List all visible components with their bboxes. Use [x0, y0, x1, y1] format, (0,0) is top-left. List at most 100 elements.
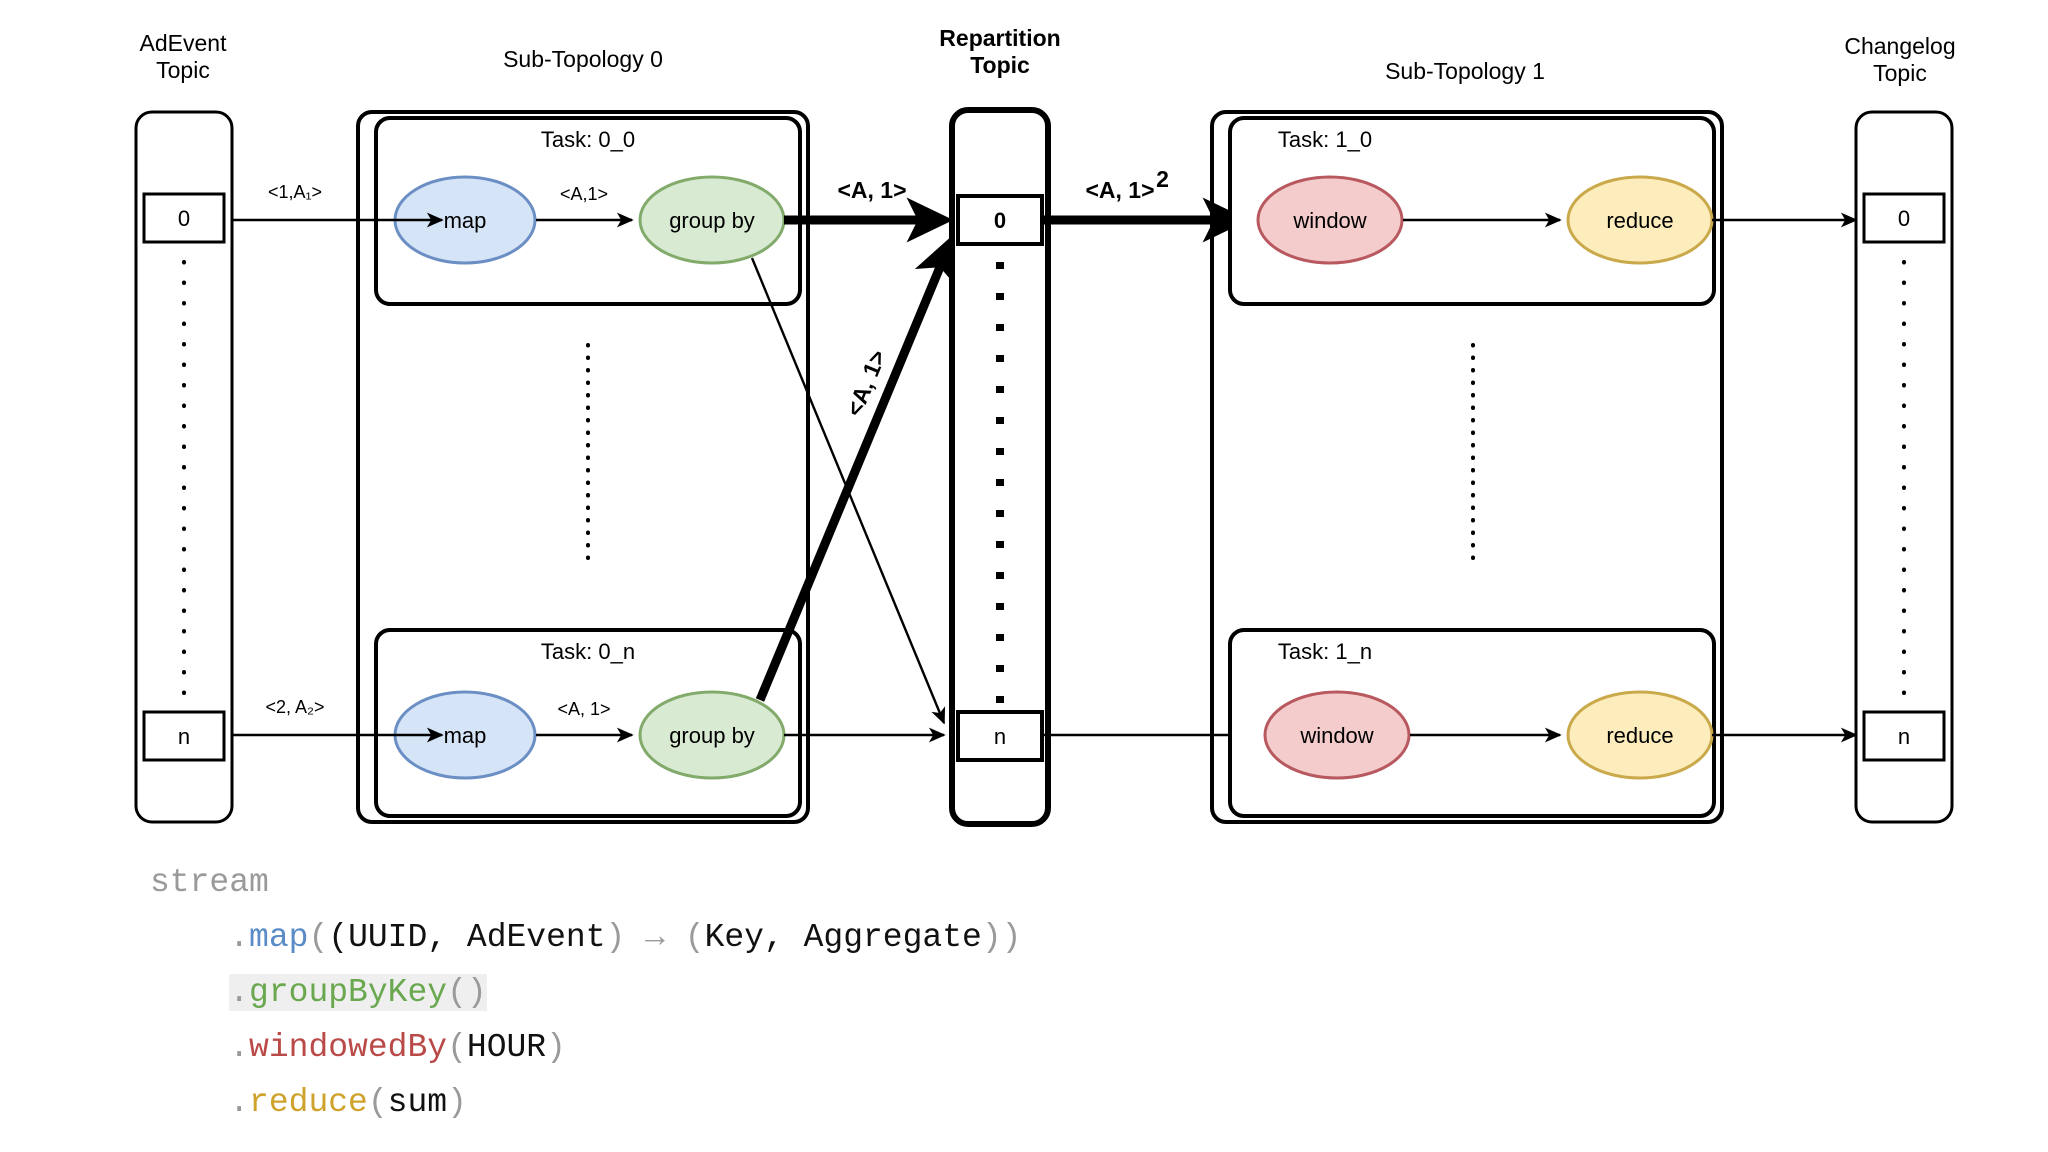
adevent-partition-0-box — [142, 192, 226, 244]
edge-repartition0-to-window-label: <A, 1> — [1085, 177, 1154, 203]
repartition-partition-0-box — [956, 194, 1044, 246]
code-token: map — [249, 919, 309, 956]
node-window-1-0-label: window — [1292, 208, 1366, 233]
code-indent — [150, 1084, 229, 1121]
node-map-0-n — [393, 690, 537, 780]
code-line-windowedby: .windowedBy(HOUR) — [150, 1020, 1021, 1075]
node-map-0-n-label: map — [444, 723, 487, 748]
node-reduce-1-n-label: reduce — [1606, 723, 1673, 748]
code-token: ) — [605, 919, 626, 956]
edge-groupbyN-to-repartition0-label: <A, 1> — [841, 346, 891, 420]
code-line-groupbykey: .groupByKey() — [150, 965, 1021, 1020]
sub-topology-1-header: Sub-Topology 1 — [1385, 58, 1545, 84]
adevent-topic: 0 n — [134, 110, 234, 824]
node-map-0-0-label: map — [444, 208, 487, 233]
adevent-partition-n-label: n — [178, 724, 190, 749]
edge-repartition0-to-window-superscript: 2 — [1156, 166, 1169, 192]
repartition-topic-header: Repartition Topic — [939, 25, 1061, 79]
code-token: . — [229, 974, 250, 1011]
task-0-n-box — [374, 628, 802, 818]
adevent-partition-n-box — [142, 710, 226, 762]
code-token: ( — [367, 1084, 388, 1121]
adevent-partition-0-label: 0 — [178, 206, 190, 231]
node-window-1-0 — [1256, 175, 1404, 265]
edge-groupbyN-to-repartition0-label-group: <A, 1> — [832, 333, 900, 433]
edge-map-to-groupby-0-0-label: <A,1> — [560, 184, 608, 204]
node-group-by-0-n — [638, 690, 786, 780]
code-token: groupByKey — [249, 974, 448, 1011]
edge-map-to-groupby-0-n-label: <A, 1> — [557, 699, 610, 719]
changelog-partition-n-label: n — [1898, 724, 1910, 749]
code-line-windowedby-text: .windowedBy(HOUR) — [229, 1029, 566, 1066]
node-window-1-n-label: window — [1299, 723, 1373, 748]
sub-topology-1: Task: 1_0 window reduce Task: 1_n window… — [1210, 110, 1724, 824]
code-token: . — [229, 1029, 250, 1066]
repartition-topic: 0 n — [949, 107, 1051, 827]
changelog-partition-n-box — [1862, 710, 1946, 762]
code-token: . — [229, 1084, 250, 1121]
code-token: ( — [684, 919, 705, 956]
edge-groupby0-to-repartition0-label: <A, 1> — [837, 177, 906, 203]
task-1-0-label: Task: 1_0 — [1278, 127, 1372, 152]
sub-topology-0-header: Sub-Topology 0 — [503, 46, 663, 72]
edge-groupbyN-to-repartition0 — [755, 234, 957, 702]
sub-topology-0-box — [356, 110, 810, 824]
task-0-n-label: Task: 0_n — [541, 639, 635, 664]
repartition-partition-n-label: n — [994, 724, 1006, 749]
code-token: reduce — [249, 1084, 368, 1121]
changelog-partition-0-box — [1862, 192, 1946, 244]
adevent-topic-box — [134, 110, 234, 824]
code-line-groupbykey-text: .groupByKey() — [229, 974, 487, 1011]
task-1-n-box — [1228, 628, 1716, 818]
code-block: stream .map((UUID, AdEvent) → (Key, Aggr… — [150, 855, 1021, 1130]
code-token: UUID, AdEvent — [348, 919, 606, 956]
task-0-0: Task: 0_0 map group by <A,1> — [374, 116, 802, 306]
code-token: sum — [387, 1084, 448, 1121]
code-line-map: .map((UUID, AdEvent) → (Key, Aggregate)) — [150, 910, 1021, 965]
adevent-topic-header: AdEvent Topic — [139, 30, 227, 84]
sub-topology-1-box — [1210, 110, 1724, 824]
changelog-topic-box — [1854, 110, 1954, 824]
code-token: Key, Aggregate — [704, 919, 982, 956]
code-line-reduce-text: .reduce(sum) — [229, 1084, 467, 1121]
edge-adevent-0-to-map-label: <1,A₁> — [268, 182, 322, 202]
node-group-by-0-0-label: group by — [669, 208, 755, 233]
code-token: )) — [981, 919, 1022, 956]
node-window-1-n — [1263, 690, 1411, 780]
repartition-partition-0-label: 0 — [994, 208, 1006, 233]
node-reduce-1-n — [1566, 690, 1714, 780]
code-token: . — [229, 919, 250, 956]
code-token: stream — [150, 864, 269, 901]
code-token: ) — [447, 1084, 467, 1121]
repartition-partition-n-box — [956, 710, 1044, 762]
task-1-n-label: Task: 1_n — [1278, 639, 1372, 664]
code-token: HOUR — [466, 1029, 547, 1066]
task-1-0: Task: 1_0 window reduce — [1228, 116, 1716, 306]
task-0-0-box — [374, 116, 802, 306]
code-indent — [150, 1029, 229, 1066]
edge-groupby0-to-repartitionN — [750, 257, 946, 725]
node-reduce-1-0-label: reduce — [1606, 208, 1673, 233]
code-token: ( — [447, 1029, 467, 1066]
code-token: ( — [328, 919, 349, 956]
task-0-n: Task: 0_n map group by <A, 1> — [374, 628, 802, 818]
code-token: ( — [308, 919, 329, 956]
code-indent — [150, 974, 229, 1011]
node-reduce-1-0 — [1566, 175, 1714, 265]
code-token: windowedBy — [249, 1029, 448, 1066]
code-token: () — [447, 974, 487, 1011]
code-line-stream: stream — [150, 855, 1021, 910]
sub-topology-0: Task: 0_0 map group by <A,1> Task: 0_n m… — [356, 110, 810, 824]
task-1-0-box — [1228, 116, 1716, 306]
code-token: → — [625, 919, 685, 956]
node-group-by-0-n-label: group by — [669, 723, 755, 748]
code-line-reduce: .reduce(sum) — [150, 1075, 1021, 1130]
node-map-0-0 — [393, 175, 537, 265]
code-line-stream-text: stream — [150, 864, 269, 901]
changelog-topic: 0 n — [1854, 110, 1954, 824]
task-1-n: Task: 1_n window reduce — [1228, 628, 1716, 818]
node-group-by-0-0 — [638, 175, 786, 265]
task-0-0-label: Task: 0_0 — [541, 127, 635, 152]
code-line-map-text: .map((UUID, AdEvent) → (Key, Aggregate)) — [229, 919, 1021, 956]
